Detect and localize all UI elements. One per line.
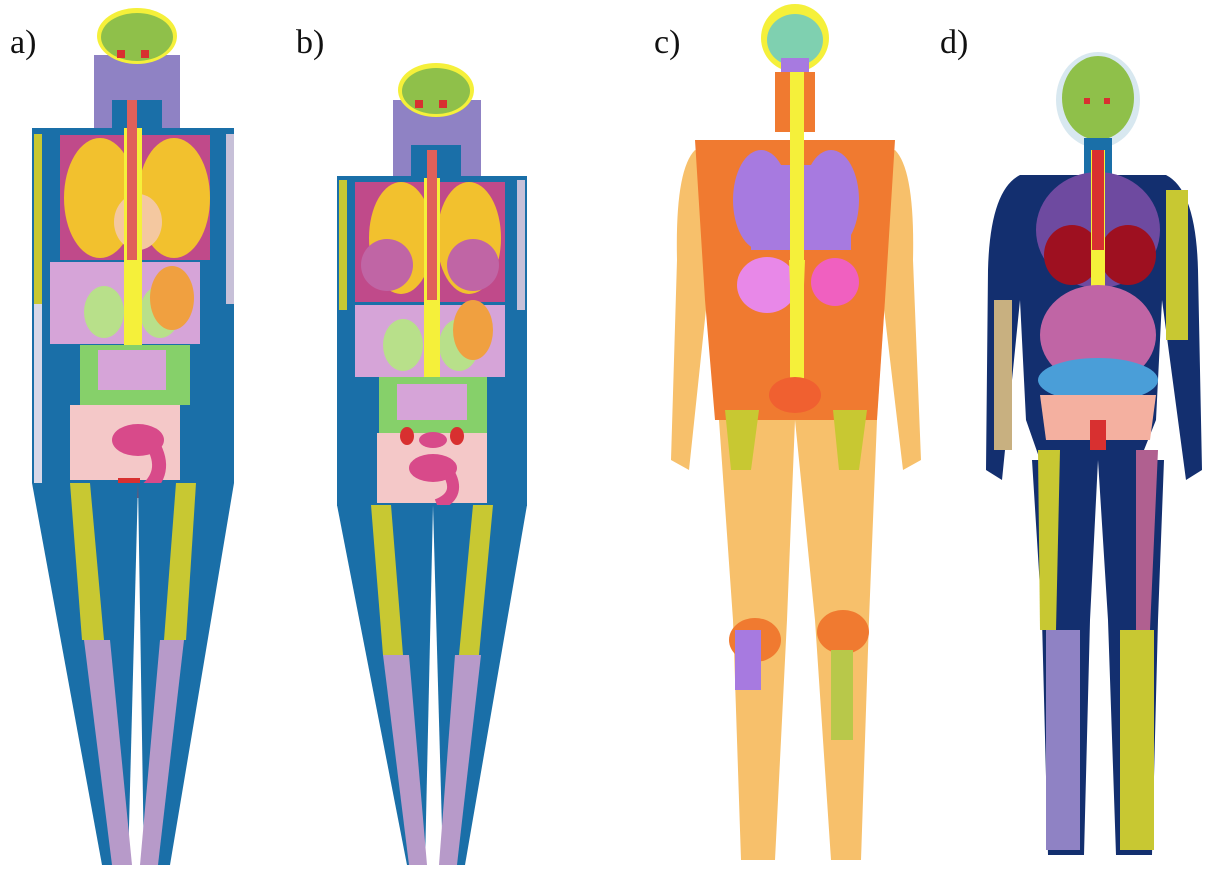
- phantom-d: [980, 0, 1214, 880]
- phantom-a: [20, 0, 280, 880]
- panel-label-d: d): [940, 26, 968, 60]
- phantom-c: [655, 0, 935, 880]
- phantom-b: [315, 0, 575, 880]
